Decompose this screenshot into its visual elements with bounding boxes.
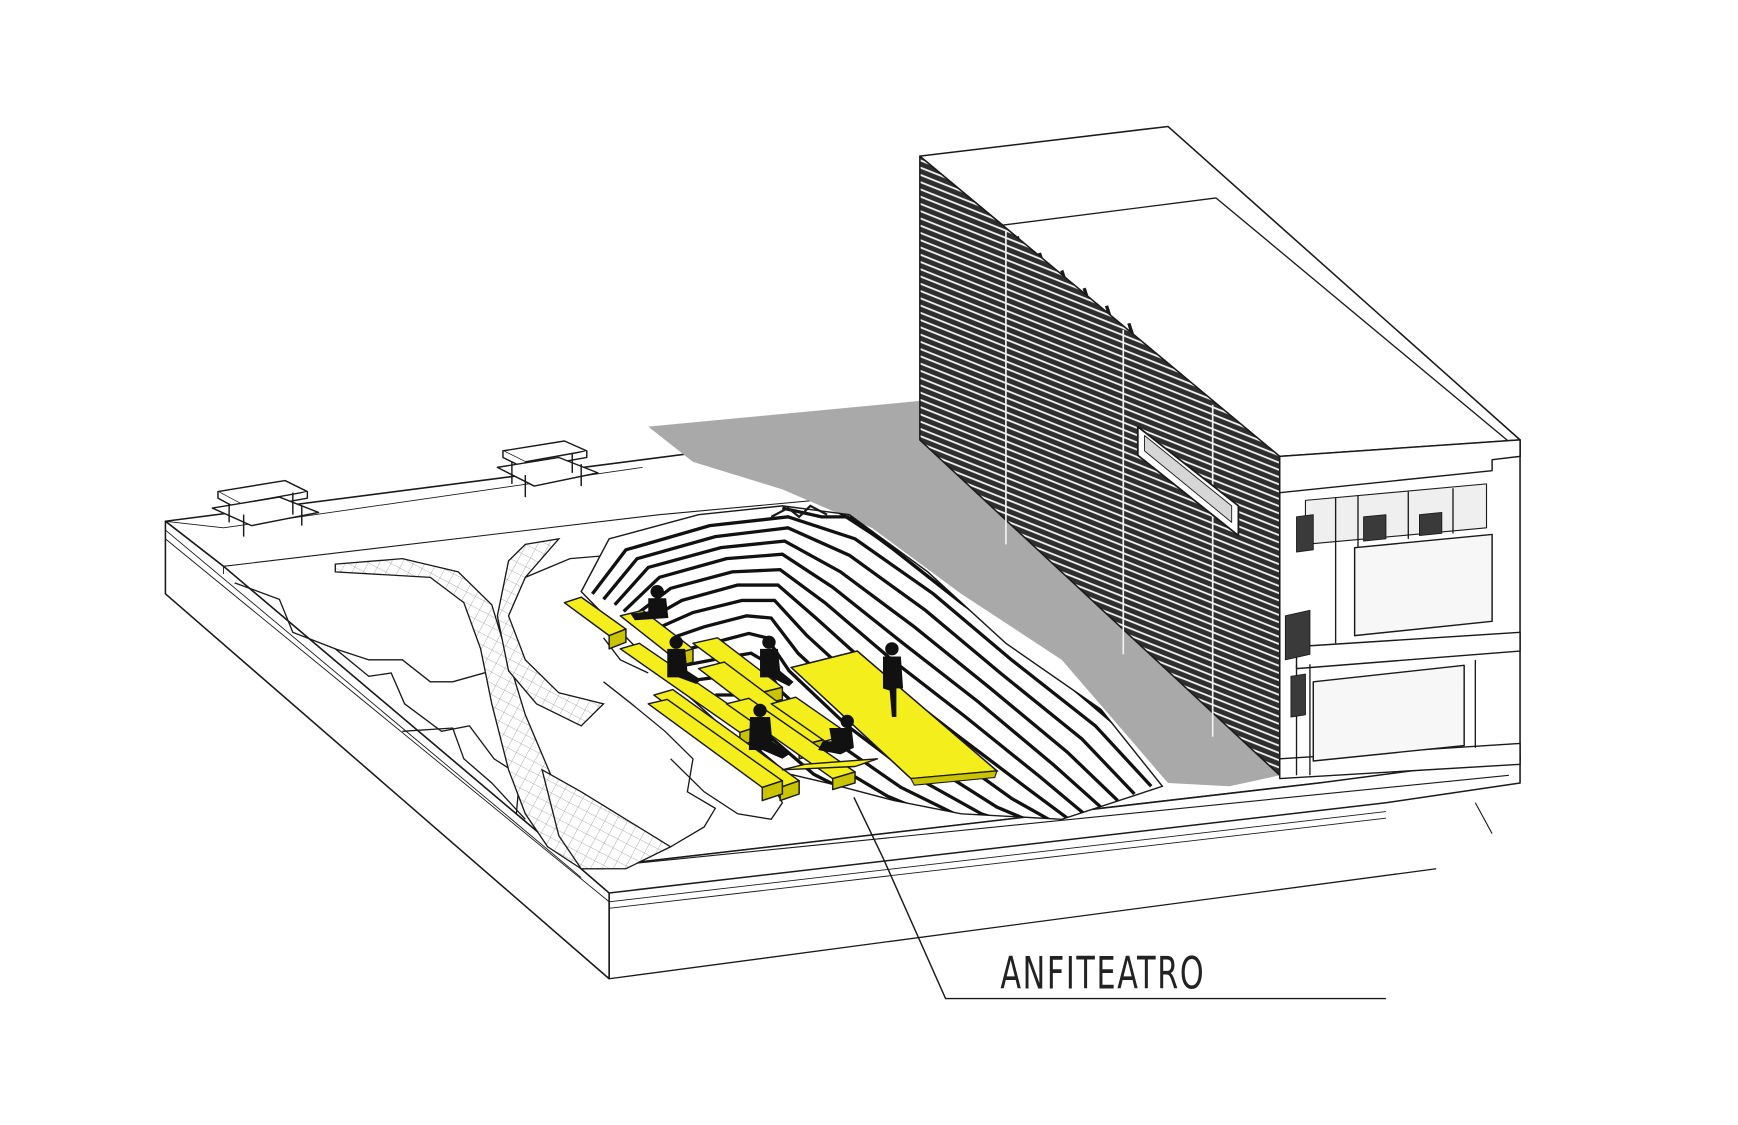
annotation-label: ANFITEATRO — [1000, 947, 1205, 999]
picnic-table-1 — [211, 479, 320, 537]
person-seated-5 — [818, 714, 854, 755]
picnic-tables — [211, 440, 599, 537]
bowl-zigzag-top — [770, 504, 828, 519]
paved-path — [334, 537, 672, 870]
upper-box — [1353, 533, 1493, 637]
picnic-table-2 — [496, 440, 599, 498]
leader-line — [853, 796, 1386, 1000]
upper-interior — [1296, 512, 1443, 553]
bench-row-4-side — [779, 780, 800, 802]
bench-front-2 — [781, 758, 879, 771]
bench-front-side — [761, 780, 784, 802]
person-seated-2 — [667, 635, 701, 685]
building — [919, 125, 1521, 780]
facade-window-inner — [1144, 435, 1233, 523]
person-standing — [882, 642, 904, 718]
roof-fascia — [1279, 439, 1521, 494]
facade-divisions — [1005, 230, 1214, 737]
lower-interior — [1284, 609, 1311, 718]
bench-row-1-side — [608, 628, 627, 650]
paved-path-front — [541, 768, 672, 870]
annotation: ANFITEATRO — [853, 796, 1386, 1000]
person-seated-1 — [630, 585, 669, 621]
platform-left-stripes — [165, 529, 610, 903]
person-seated-4 — [748, 703, 790, 759]
terrace-edge-2 — [165, 466, 643, 529]
upper-glazing-frames — [1334, 488, 1454, 644]
platform-front-stripes — [609, 811, 1386, 909]
platform-front-lower — [608, 868, 1437, 980]
person-seated-3 — [760, 635, 794, 687]
paved-path-branch — [496, 537, 605, 727]
street-line — [581, 774, 1509, 870]
floor-slab — [1295, 631, 1521, 670]
stage-platform-edge — [910, 770, 998, 786]
bench-row-4b-side — [831, 771, 856, 791]
people — [630, 585, 904, 759]
lower-box — [1312, 664, 1465, 762]
